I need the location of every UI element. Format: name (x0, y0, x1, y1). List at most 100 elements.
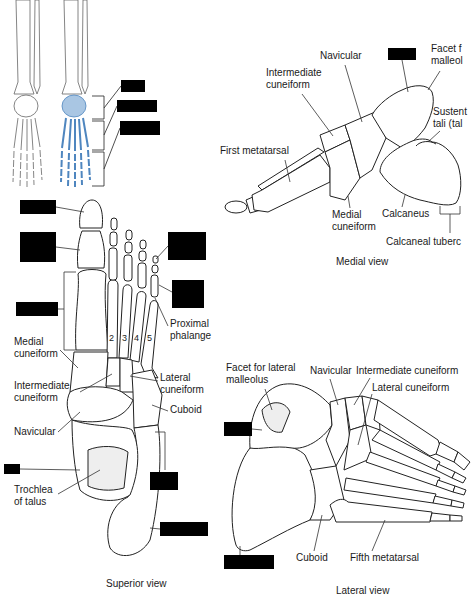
leg-skeleton-highlighted (61, 0, 90, 187)
lateral-view-bones (262, 403, 290, 433)
bone-label: Navicular (320, 50, 362, 62)
leader-line (428, 131, 440, 142)
leg-skeleton (14, 0, 34, 94)
leader-line (130, 376, 158, 381)
view-caption: Superior view (106, 578, 167, 590)
bone-label: First metatarsal (220, 145, 289, 157)
leg-skeleton (34, 0, 40, 94)
lateral-view-bones (330, 499, 432, 522)
leg-skeleton (13, 0, 42, 187)
leader-line (150, 528, 160, 529)
superior-view-bones (76, 270, 108, 351)
leader-line (58, 470, 100, 494)
blank-label-box (224, 422, 252, 436)
bone-label: Fifth metatarsal (350, 552, 419, 564)
blank-label-box (224, 555, 274, 569)
leader-line (240, 546, 241, 555)
leader-line (428, 71, 440, 90)
superior-view-bones (109, 248, 117, 280)
bone-label: Calcaneus (382, 208, 429, 220)
leader-line (58, 272, 76, 350)
leader-line (156, 246, 168, 259)
superior-view-bones (141, 301, 158, 378)
bone-label: Medial cuneiform (14, 336, 62, 360)
leader-line (60, 350, 78, 368)
leader-line (345, 65, 362, 122)
leg-skeleton-highlighted (62, 0, 82, 94)
superior-view-bones (111, 218, 117, 230)
leader-line (372, 520, 385, 551)
lateral-view-bones (451, 500, 464, 508)
bone-label: Trochlea of talus (14, 484, 60, 508)
bone-label: Cuboid (170, 404, 202, 416)
lateral-view-bones (453, 486, 466, 495)
superior-view-bones (152, 265, 158, 273)
superior-view-bones (153, 256, 158, 263)
bone-label: Proximal phalange (170, 318, 220, 342)
leader-line (240, 378, 385, 555)
superior-view-bones (72, 420, 138, 500)
lateral-view-bones (366, 452, 440, 486)
leader-line (56, 247, 80, 250)
metatarsal-number: 4 (134, 333, 139, 343)
bracket (92, 128, 120, 186)
leader-line (354, 378, 370, 405)
blank-label-box (224, 422, 274, 569)
superior-view-bones (124, 255, 132, 281)
bone-label: Medial cuneiform (332, 209, 382, 233)
superior-view-bones (106, 358, 120, 386)
blank-label-box (388, 48, 416, 60)
leader-line (152, 405, 168, 411)
leader-line (20, 207, 172, 529)
bracket (92, 86, 121, 186)
leader-line (302, 94, 333, 136)
lateral-view-bones (433, 496, 452, 506)
blank-label-box (160, 522, 208, 536)
leg-skeleton (14, 95, 38, 117)
superior-view-bones (151, 275, 158, 297)
blank-label-box (20, 232, 56, 262)
leg-skeleton (14, 118, 40, 151)
medial-view-bones (380, 139, 461, 205)
superior-view-bones (67, 387, 133, 422)
blank-label-box (172, 280, 204, 308)
bone-label: Intermediate cuneiform (14, 380, 80, 404)
superior-view-bones (80, 200, 103, 228)
leg-skeleton-highlighted (82, 0, 88, 94)
superior-view-bones (67, 200, 162, 556)
leader-line (440, 206, 460, 233)
lateral-view-bones (430, 513, 450, 521)
superior-view-bones (139, 251, 146, 261)
lateral-view-bones (344, 425, 372, 470)
blank-label-box (16, 302, 58, 316)
leader-line (155, 432, 165, 470)
leader-line (80, 374, 112, 392)
bone-label: Cuboid (296, 552, 328, 564)
lateral-view-bones (436, 464, 455, 478)
bone-label: Facet for lateral malleolus (226, 362, 300, 386)
metatarsal-number: 3 (122, 333, 127, 343)
leader-line (58, 412, 80, 432)
bone-label: Navicular (14, 426, 56, 438)
medial-view-bones (252, 155, 330, 212)
bone-label: Sustent tali (tal (433, 106, 471, 130)
superior-view-bones (140, 240, 146, 249)
leader-line (402, 195, 405, 207)
bone-label: Facet f malleol (431, 43, 471, 67)
blank-label-box (388, 48, 416, 60)
superior-view-bones (107, 280, 118, 358)
bracket (92, 106, 117, 150)
blank-label-box (168, 232, 206, 260)
leader-line (330, 379, 338, 405)
superior-view-bones (110, 232, 117, 246)
superior-view-bones (88, 446, 128, 490)
blank-label-box (150, 472, 178, 490)
leader-line (155, 298, 168, 326)
bracket (92, 86, 121, 119)
leg-skeleton (13, 150, 42, 187)
blank-label-box (117, 100, 157, 112)
superior-view-bones (138, 263, 146, 288)
metatarsal-number: 5 (147, 333, 152, 343)
